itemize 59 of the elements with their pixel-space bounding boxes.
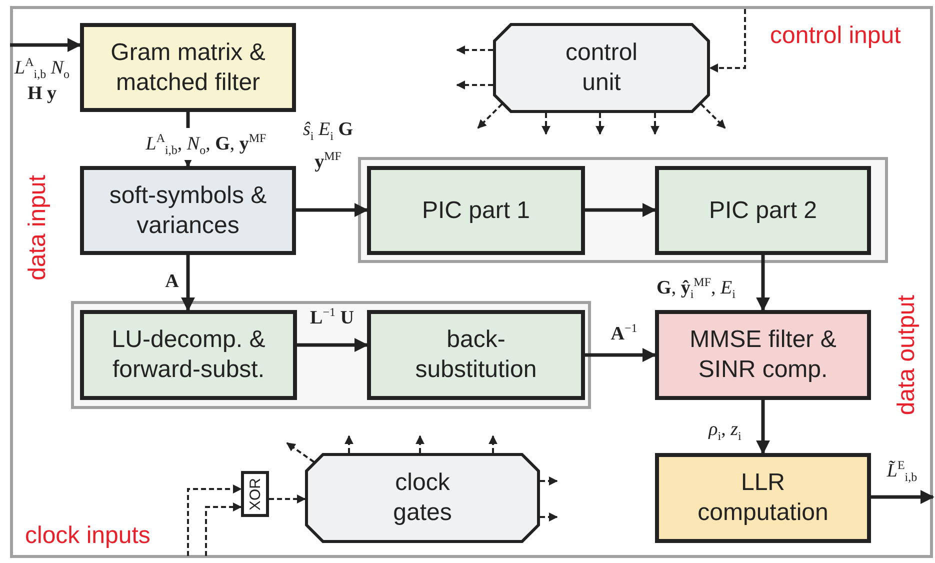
arrow [756, 255, 770, 312]
edge-label: A [164, 272, 180, 292]
arrow [296, 203, 368, 217]
edge-label: L$^{A}$$_{i,b}$ N$_{o}$ H y [14, 54, 70, 104]
process-block [367, 310, 585, 400]
dashed-arrow [344, 435, 354, 453]
dashed-arrow [542, 113, 550, 135]
edge-label: G, ŷ$_{i}$$^{MF}$, E$_{i}$ [656, 274, 736, 304]
block-label: PIC part 2 [708, 196, 818, 226]
process-block [655, 166, 871, 255]
dashed-arrow [540, 476, 558, 486]
dashed-arrow [477, 103, 503, 129]
dashed-arrow [540, 512, 558, 522]
process-block [655, 453, 871, 543]
io-label: control input [770, 22, 901, 50]
block-label: back-substitution [414, 325, 538, 385]
process-block [80, 166, 296, 255]
dashed-arrow [269, 494, 306, 504]
arrow [585, 348, 656, 362]
gate-label: XOR [246, 478, 264, 510]
block-label: MMSE filter & SINR comp. [688, 325, 838, 385]
block-label: LLR computation [696, 468, 830, 528]
arrow [871, 490, 934, 504]
dashed-arrow [596, 113, 604, 135]
io-label: data output [893, 295, 921, 416]
dashed-arrow [205, 502, 242, 556]
logic-gate-box [241, 471, 269, 517]
dashed-arrow [187, 484, 242, 556]
process-block [80, 310, 297, 400]
edge-label: ρ$_{i}$, z$_{i}$ [707, 420, 742, 445]
arrow [585, 203, 656, 217]
process-block [655, 310, 871, 400]
arrow [756, 400, 770, 454]
dashed-arrow [650, 113, 660, 135]
arrow [297, 338, 368, 352]
dashed-arrow [700, 103, 726, 129]
block-label: clock gates [392, 468, 453, 528]
io-label: clock inputs [25, 522, 150, 550]
arrow [10, 38, 82, 52]
dashed-arrow [709, 9, 746, 72]
block-label: soft-symbols & variances [108, 180, 268, 240]
block-label: PIC part 1 [420, 196, 532, 226]
group-panel [71, 301, 591, 409]
dashed-arrow [456, 80, 493, 90]
edge-label: A$^{−1}$ [610, 320, 638, 344]
dashed-arrow [416, 435, 424, 453]
arrow [181, 255, 195, 312]
io-label: data input [24, 175, 52, 280]
edge-label: L$^{−1}$ U [309, 304, 355, 328]
process-block [80, 23, 296, 112]
block-label: Gram matrix & matched filter [110, 38, 266, 98]
edge-label: ŝ$_{i}$ E$_{i}$ G y$^{MF}$ [302, 120, 354, 172]
dashed-arrow [456, 46, 493, 54]
block-label: LU-decomp. & forward-subst. [110, 325, 266, 385]
dashed-arrow [286, 442, 315, 463]
process-block [367, 166, 585, 255]
dashed-arrow [488, 435, 498, 453]
group-panel [358, 157, 888, 263]
block-label: control unit [564, 38, 639, 98]
